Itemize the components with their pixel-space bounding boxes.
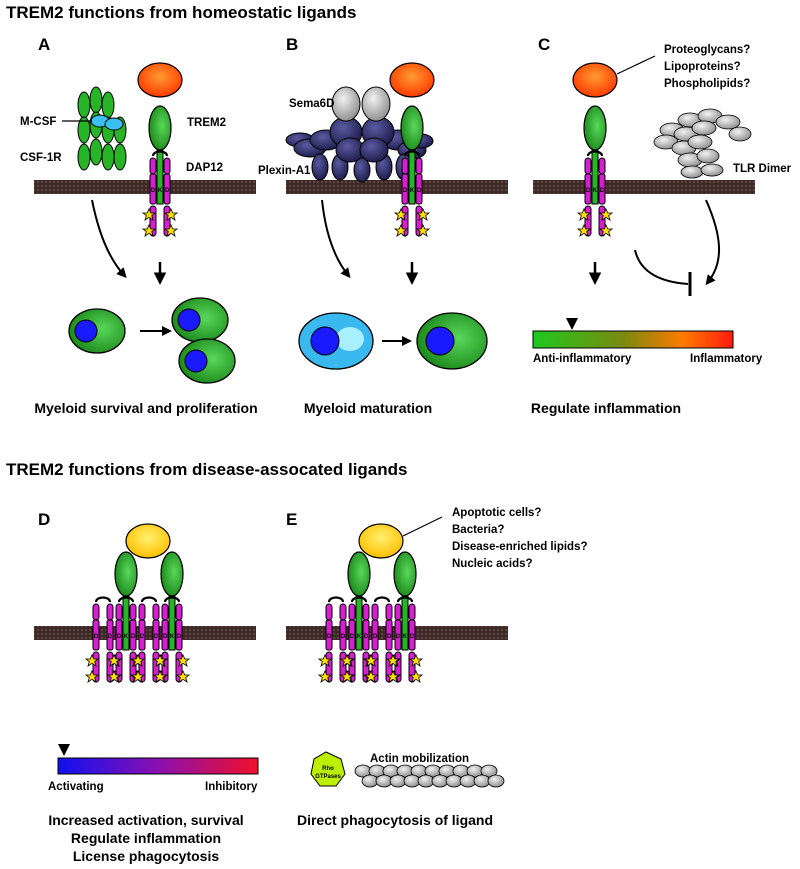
- bar-c-left-label: Anti-inflammatory: [533, 353, 632, 365]
- caption-b: Myeloid maturation: [304, 400, 432, 416]
- inhibit-arrow: [634, 249, 689, 285]
- csf1r-receptor: [77, 86, 127, 171]
- panel-letter-b: B: [286, 35, 298, 54]
- rho-label-1: Rho: [322, 766, 334, 772]
- ligand-e-label-4: Nucleic acids?: [452, 558, 533, 570]
- bar-d-left-label: Activating: [48, 781, 104, 793]
- panel-letter-a: A: [38, 35, 50, 54]
- arrow-c-tlr: [705, 199, 720, 286]
- ligand-d: [125, 523, 171, 559]
- section-title-homeostatic: TREM2 functions from homeostatic ligands: [6, 3, 356, 22]
- trem2-complex-a: [143, 106, 177, 236]
- caption-e: Direct phagocytosis of ligand: [297, 812, 493, 828]
- tlr-dimer-label: TLR Dimer: [733, 163, 792, 175]
- inflammation-marker: [566, 318, 578, 330]
- caption-d-line-3: License phagocytosis: [73, 848, 219, 864]
- ligand-e-pointer: [402, 516, 443, 537]
- panel-letter-d: D: [38, 510, 50, 529]
- tlr-dimer: [653, 108, 752, 179]
- section-title-disease: TREM2 functions from disease-assocated l…: [6, 460, 407, 479]
- ligand-e-label-2: Bacteria?: [452, 524, 504, 536]
- cell-diagram-a: [68, 297, 236, 384]
- inflammation-gradient-bar: [532, 330, 734, 349]
- ligand-c-pointer: [616, 55, 656, 75]
- ligand-e-label-3: Disease-enriched lipids?: [452, 541, 588, 553]
- bar-d-right-label: Inhibitory: [205, 781, 258, 793]
- activation-gradient-bar: [57, 757, 259, 775]
- ligand-c: [572, 62, 618, 98]
- cell-diagram-b: [298, 312, 488, 370]
- caption-c: Regulate inflammation: [531, 400, 681, 416]
- activation-marker: [58, 744, 70, 756]
- sema6d-ligand: [331, 86, 391, 122]
- actin-filament: [354, 764, 505, 788]
- membrane-b: [286, 180, 508, 194]
- ligand-e: [358, 523, 404, 559]
- bar-c-right-label: Inflammatory: [690, 353, 763, 365]
- plexin-a1-receptor: [285, 116, 434, 183]
- caption-a: Myeloid survival and proliferation: [34, 400, 257, 416]
- sema6d-label: Sema6D: [289, 98, 334, 110]
- ligand-b: [389, 62, 435, 98]
- rho-label-2: GTPases: [315, 774, 341, 780]
- csf1r-label: CSF-1R: [20, 152, 62, 164]
- caption-d-line-1: Increased activation, survival: [48, 812, 243, 828]
- dap12-label: DAP12: [186, 162, 223, 174]
- actin-label: Actin mobilization: [370, 753, 469, 765]
- plexin-a1-label: Plexin-A1: [258, 165, 311, 177]
- arrow-b-left: [321, 199, 351, 279]
- panel-letter-c: C: [538, 35, 550, 54]
- ligand-a: [137, 62, 183, 98]
- ligand-e-label-1: Apoptotic cells?: [452, 507, 541, 519]
- membrane-c: [533, 180, 755, 194]
- trem2-label: TREM2: [187, 117, 226, 129]
- ligand-c-label-1: Proteoglycans?: [664, 44, 750, 56]
- mcsf-label: M-CSF: [20, 116, 56, 128]
- ligand-c-label-3: Phospholipids?: [664, 78, 750, 90]
- caption-d-line-2: Regulate inflammation: [71, 830, 221, 846]
- ligand-c-label-2: Lipoproteins?: [664, 61, 741, 73]
- mcsf-ligand: [90, 114, 124, 131]
- arrow-a-left: [91, 199, 127, 278]
- rho-gtpases-icon: [310, 751, 346, 787]
- trem2-complex-c: [578, 106, 612, 236]
- panel-letter-e: E: [286, 510, 297, 529]
- membrane-a: [34, 180, 256, 194]
